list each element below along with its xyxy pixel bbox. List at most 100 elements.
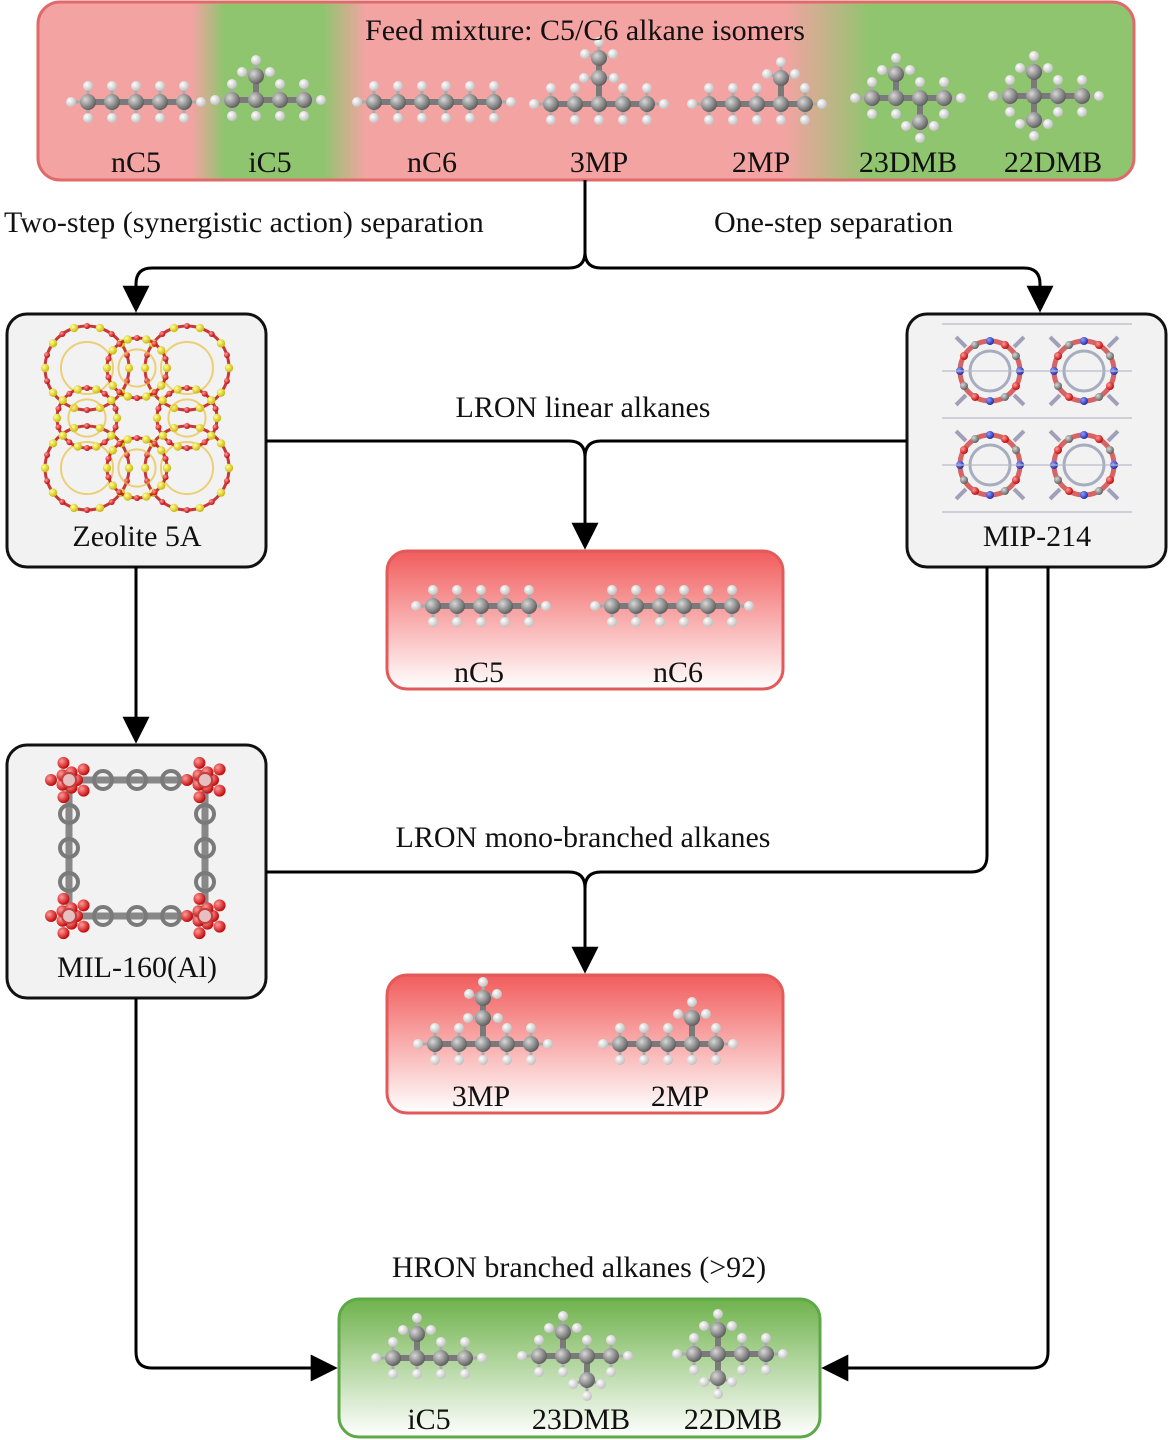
- oxygen-atom-icon: [166, 390, 173, 397]
- oxygen-atom-icon: [223, 377, 230, 384]
- oxygen-atom-icon: [1105, 382, 1114, 390]
- silicon-atom-icon: [124, 363, 134, 373]
- molecule-nc6: [352, 81, 516, 123]
- carbon-atom-icon: [449, 598, 465, 614]
- hydrogen-atom-icon: [388, 1337, 398, 1347]
- hydrogen-atom-icon: [570, 83, 580, 93]
- hydrogen-atom-icon: [436, 1337, 446, 1347]
- carbon-atom-icon: [427, 1036, 443, 1052]
- hydrogen-atom-icon: [477, 1353, 487, 1363]
- oxygen-atom-icon: [184, 507, 190, 513]
- hydrogen-atom-icon: [1015, 63, 1025, 73]
- hydrogen-atom-icon: [428, 585, 438, 595]
- oxygen-atom-icon: [181, 774, 193, 786]
- oxygen-atom-icon: [84, 507, 90, 513]
- carbon-atom-icon: [708, 1036, 724, 1052]
- carbon-atom-icon: [1026, 112, 1042, 128]
- carbon-atom-icon: [296, 92, 312, 108]
- carbon-atom-icon: [521, 598, 537, 614]
- carbon-atom-icon: [224, 92, 240, 108]
- hydrogen-atom-icon: [800, 83, 810, 93]
- carbon-atom-icon: [128, 94, 144, 110]
- oxygen-atom-icon: [1095, 341, 1103, 350]
- silicon-atom-icon: [158, 431, 167, 440]
- carbon-atom-icon: [272, 92, 288, 108]
- carbon-atom-icon: [425, 598, 441, 614]
- hydrogen-atom-icon: [413, 1039, 423, 1049]
- carbon-atom-icon: [438, 94, 454, 110]
- carbon-atom-icon: [457, 1350, 473, 1366]
- oxygen-atom-icon: [960, 446, 969, 454]
- hydrogen-atom-icon: [196, 97, 206, 107]
- hydrogen-atom-icon: [546, 115, 556, 125]
- hydrogen-atom-icon: [727, 585, 737, 595]
- hydrogen-atom-icon: [905, 65, 915, 75]
- mono-output-title: LRON mono-branched alkanes: [395, 821, 771, 854]
- hydrogen-atom-icon: [251, 55, 261, 65]
- oxygen-atom-icon: [971, 392, 979, 401]
- hydrogen-atom-icon: [623, 1351, 633, 1361]
- hydrogen-atom-icon: [570, 115, 580, 125]
- hydrogen-atom-icon: [517, 1351, 527, 1361]
- hydrogen-atom-icon: [850, 93, 860, 103]
- oxygen-atom-icon: [59, 331, 66, 338]
- hydrogen-atom-icon: [237, 67, 247, 77]
- carbon-atom-icon: [591, 96, 607, 112]
- oxygen-atom-icon: [101, 390, 108, 397]
- hydrogen-atom-icon: [529, 99, 539, 109]
- hydrogen-atom-icon: [1029, 51, 1039, 61]
- carbon-atom-icon: [912, 114, 928, 130]
- carbon-atom-icon: [724, 598, 740, 614]
- oxygen-atom-icon: [223, 352, 230, 359]
- hydrogen-atom-icon: [817, 99, 827, 109]
- hydrogen-atom-icon: [594, 37, 604, 47]
- molecule-ic5: [371, 1313, 487, 1379]
- oxygen-atom-icon: [108, 331, 115, 338]
- silicon-atom-icon: [52, 413, 62, 423]
- carbon-atom-icon: [628, 598, 644, 614]
- hydrogen-atom-icon: [426, 1325, 436, 1335]
- hydrogen-atom-icon: [541, 601, 551, 611]
- silicon-atom-icon: [107, 431, 116, 440]
- hydrogen-atom-icon: [752, 115, 762, 125]
- carbon-atom-icon: [591, 50, 607, 66]
- hydrogen-atom-icon: [615, 1023, 625, 1033]
- hydrogen-atom-icon: [659, 99, 669, 109]
- one-step-route-label: One-step separation: [714, 206, 954, 239]
- hydrogen-atom-icon: [393, 113, 403, 123]
- carbon-atom-icon: [579, 1348, 595, 1364]
- hydrogen-atom-icon: [572, 1323, 582, 1333]
- carbon-atom-icon: [960, 476, 969, 484]
- oxygen-atom-icon: [151, 440, 158, 447]
- hydrogen-atom-icon: [608, 49, 618, 59]
- hydrogen-atom-icon: [430, 1055, 440, 1065]
- oxygen-atom-icon: [1065, 392, 1073, 401]
- hydrogen-atom-icon: [631, 617, 641, 627]
- oxygen-atom-icon: [159, 498, 166, 505]
- hydrogen-atom-icon: [478, 1055, 488, 1065]
- oxygen-atom-icon: [971, 486, 979, 495]
- silicon-atom-icon: [124, 463, 134, 473]
- oxygen-atom-icon: [84, 423, 90, 429]
- hydrogen-atom-icon: [66, 97, 76, 107]
- silicon-atom-icon: [162, 463, 172, 473]
- oxygen-atom-icon: [105, 474, 112, 481]
- oxygen-atom-icon: [77, 784, 90, 797]
- oxygen-atom-icon: [208, 498, 215, 505]
- carbon-atom-icon: [1001, 486, 1009, 495]
- oxygen-atom-icon: [1105, 476, 1114, 484]
- carbon-atom-icon: [749, 96, 765, 112]
- hydrogen-atom-icon: [463, 1013, 473, 1023]
- hydrogen-atom-icon: [388, 1369, 398, 1379]
- hydrogen-atom-icon: [752, 83, 762, 93]
- oxygen-atom-icon: [184, 385, 190, 391]
- linear-label-nc5: nC5: [453, 656, 505, 689]
- oxygen-atom-icon: [223, 477, 230, 484]
- hydrogen-atom-icon: [544, 1323, 554, 1333]
- hydrogen-atom-icon: [430, 1023, 440, 1033]
- hydrogen-atom-icon: [607, 617, 617, 627]
- silicon-atom-icon: [123, 392, 132, 401]
- linear-output-box: [385, 549, 785, 691]
- hydrogen-atom-icon: [939, 109, 949, 119]
- carbon-atom-icon: [660, 1036, 676, 1052]
